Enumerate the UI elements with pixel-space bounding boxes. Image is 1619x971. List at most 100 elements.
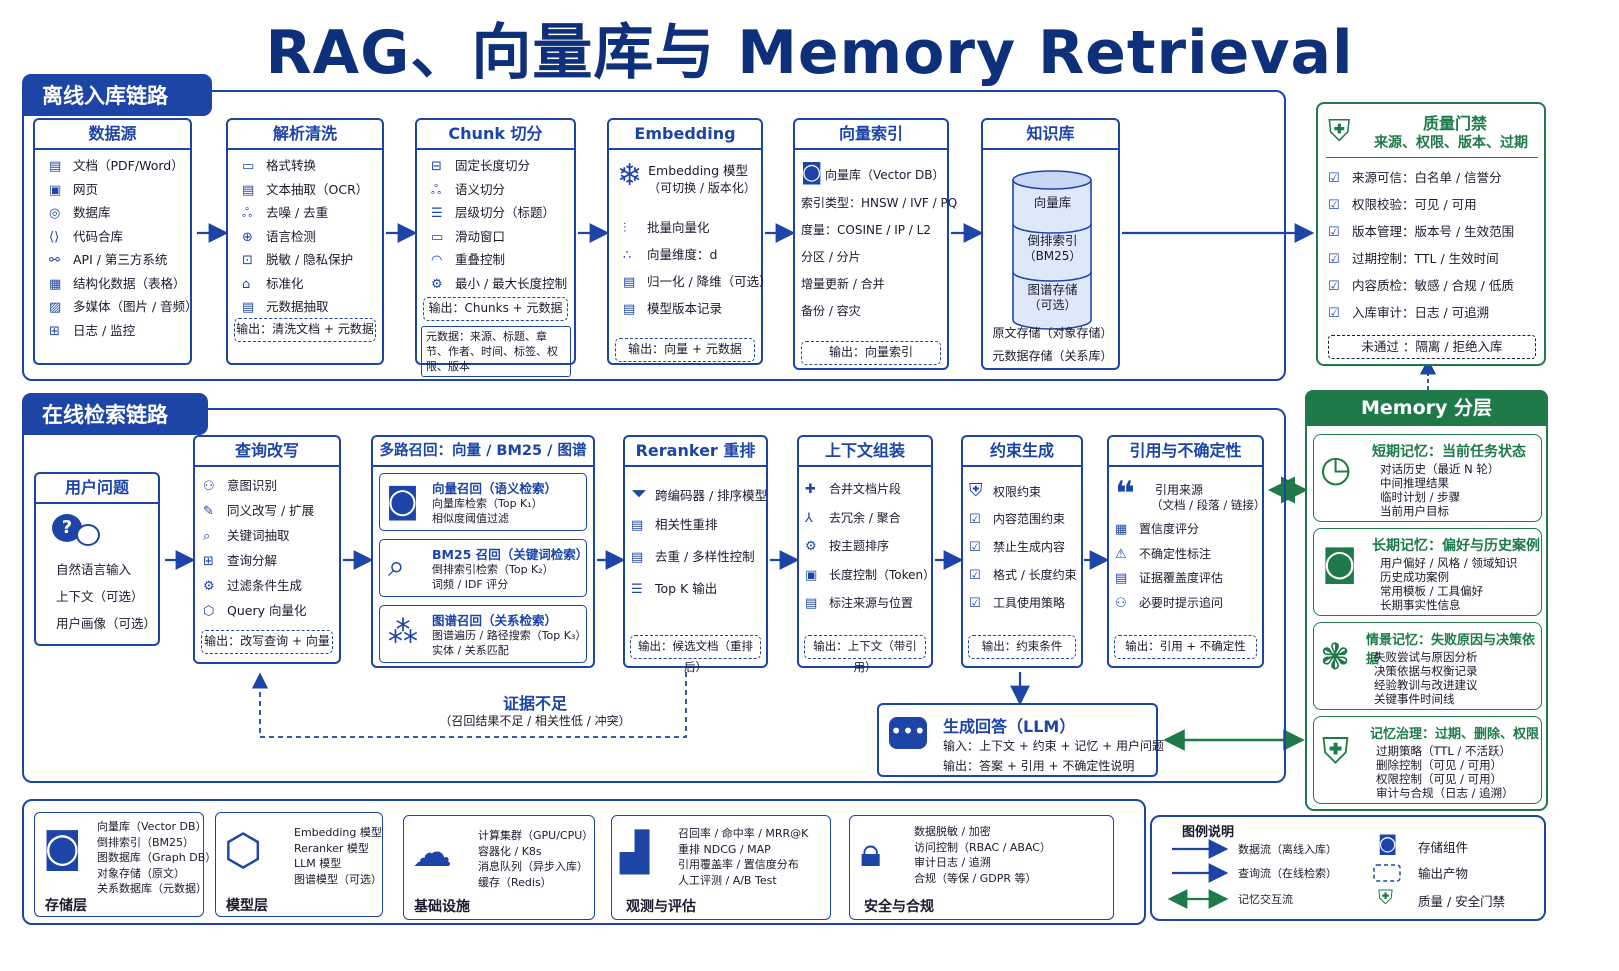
context-title: 上下文组装 <box>799 437 931 467</box>
document-icon: ▤ <box>49 159 62 174</box>
list-item: ⚇必要时提示追问 <box>1109 591 1223 616</box>
infra-section <box>22 799 1146 925</box>
kb-vector-store: 向量库 <box>1033 195 1072 210</box>
list-item: ☰层级切分（标题） <box>417 201 574 225</box>
legend-title: 图例说明 <box>1182 825 1235 840</box>
embedding-box: Embedding ❄ Embedding 模型 （可切换 / 版本化） ⫶批量… <box>607 118 772 365</box>
list-item: ◠重叠控制 <box>417 248 574 272</box>
document-search-icon: ⌕ <box>388 549 405 584</box>
checkbox-icon: ☑ <box>1328 225 1340 240</box>
shield-gear-icon: ⛨ <box>1322 731 1350 772</box>
list-item: ▤归一化 / 降维（可选） <box>609 268 772 295</box>
list-item: ✚合并文档片段 <box>799 475 931 504</box>
ocr-icon: ▤ <box>242 182 255 198</box>
version-icon: ▤ <box>623 302 636 317</box>
chat-icon: ••• <box>889 717 927 749</box>
checklist-icon: ☑ <box>969 540 981 555</box>
list-item: 索引类型：HNSW / IVF / PQ <box>801 196 958 210</box>
list-item: ▤去重 / 多样性控制 <box>625 541 766 573</box>
sources-title: 数据源 <box>35 120 190 150</box>
list-item: ▦置信度评分 <box>1109 517 1223 542</box>
semantic-icon: ஃ <box>431 182 442 198</box>
cube-icon: ⬡ <box>203 604 215 619</box>
gate-fail: 未通过 ：隔离 / 拒绝入库 <box>1328 335 1536 359</box>
sort-icon: ⚙ <box>805 539 817 554</box>
list-item: ▣网页 <box>35 178 190 202</box>
constraint-output: 输出：约束条件 <box>968 635 1076 659</box>
rewrite-title: 查询改写 <box>195 437 339 467</box>
index-db: ◙向量库（Vector DB） <box>795 156 947 190</box>
list-item: ⬡Query 向量化 <box>195 598 339 623</box>
kb-graph-store: 图谱存储 <box>1027 282 1078 297</box>
recall-title: 多路召回：向量 / BM25 / 图谱 <box>373 437 593 467</box>
list-icon: ☰ <box>631 582 643 597</box>
list-item: ✎同义改写 / 扩展 <box>195 498 339 523</box>
checkbox-icon: ☑ <box>1328 171 1340 186</box>
kb-raw-store: 原文存储（对象存储） <box>992 326 1113 340</box>
funnel-icon: ⏷ <box>631 481 647 505</box>
page-title: RAG、向量库与 Memory Retrieval <box>265 18 1354 88</box>
list-item: ▤模型版本记录 <box>609 295 761 322</box>
kb-cylinders <box>1012 170 1092 330</box>
lock-icon: 🔒︎ <box>860 830 882 876</box>
gate-subtitle: 来源、权限、版本、过期 <box>1374 135 1528 151</box>
index-title: 向量索引 <box>795 120 947 150</box>
list-item: ▤元数据抽取 <box>228 295 382 319</box>
list-item: 分区 / 分片 <box>801 250 861 264</box>
list-item: ⊞查询分解 <box>195 548 339 573</box>
brain-icon: ❃ <box>1320 637 1351 678</box>
list-item: 度量：COSINE / IP / L2 <box>801 223 931 237</box>
list-item: ⊟固定长度切分 <box>417 154 574 178</box>
list-item: ☑格式 / 长度约束 <box>963 561 1081 589</box>
database-icon: ◙ <box>1322 543 1357 584</box>
list-item: ▤标注来源与位置 <box>799 589 931 618</box>
list-item: 用户画像（可选） <box>56 616 157 631</box>
offline-section <box>22 90 1286 381</box>
list-item: 上下文（可选） <box>56 589 144 604</box>
recall-box: 多路召回：向量 / BM25 / 图谱 ◙ 向量召回（语义检索） 向量库检索（T… <box>371 435 595 668</box>
sources-box: 数据源 ▤文档（PDF/Word） ▣网页 ◎数据库 ⟨⟩代码合库 ⚯API /… <box>33 118 198 365</box>
memory-short: ◷ 短期记忆：当前任务状态 对话历史（最近 N 轮） 中间推理结果 临时计划 /… <box>1313 434 1542 522</box>
ask-icon: ⚇ <box>1115 595 1127 611</box>
checklist-icon: ☑ <box>969 596 981 611</box>
merge-icon: ⅄ <box>805 510 813 526</box>
recall-bm25: ⌕ BM25 召回（关键词检索） 倒排索引检索（Top K₂） 词频 / IDF… <box>379 539 588 597</box>
list-item: ▤文档（PDF/Word） <box>35 154 190 178</box>
list-item: ⚇意图识别 <box>195 473 339 498</box>
rewrite-box: 查询改写 ⚇意图识别 ✎同义改写 / 扩展 ⌕关键词抽取 ⊞查询分解 ⚙过滤条件… <box>193 435 341 664</box>
kb-bm25: （BM25） <box>1023 249 1082 263</box>
embedding-title: Embedding <box>609 120 761 150</box>
dedupe-icon: ஃ <box>242 206 253 221</box>
list-item: ⊡脱敏 / 隐私保护 <box>228 248 382 272</box>
list-item: ⚠不确定性标注 <box>1109 542 1223 567</box>
question-title: 用户问题 <box>36 474 158 504</box>
list-item: ▭滑动窗口 <box>417 225 574 249</box>
batch-icon: ⫶ <box>623 221 627 236</box>
offline-tab: 离线入库链路 <box>22 74 212 116</box>
question-box: 用户问题 ? 自然语言输入 上下文（可选） 用户画像（可选） <box>34 472 160 646</box>
puzzle-icon: ✚ <box>805 482 816 497</box>
rewrite-output: 输出：改写查询 + 向量 <box>201 630 333 654</box>
checkbox-icon: ☑ <box>1328 252 1340 267</box>
gate-item: ☑过期控制：TTL / 生效时间 <box>1328 245 1514 272</box>
list-item: ☑工具使用策略 <box>963 589 1081 617</box>
security-layer: 🔒︎ 安全与合规 数据脱敏 / 加密访问控制（RBAC / ABAC）审计日志 … <box>849 815 1114 920</box>
kb-meta-store: 元数据存储（关系库） <box>992 349 1113 363</box>
embedding-output: 输出：向量 + 元数据 <box>615 338 755 362</box>
document-icon: ▤ <box>631 550 644 565</box>
web-icon: ▣ <box>49 182 62 198</box>
snowflake-icon: ❄ <box>617 158 643 193</box>
ruler-icon: ⊟ <box>431 159 442 174</box>
citation-box: 引用与不确定性 ❝ 引用来源 （文档 / 段落 / 链接） ▦置信度评分 ⚠不确… <box>1107 435 1265 668</box>
gear-icon: ⚙ <box>431 276 443 292</box>
context-output: 输出：上下文（带引用） <box>804 635 926 674</box>
api-icon: ⚯ <box>49 253 60 268</box>
recall-graph: ⁂ 图谱召回（关系检索） 图谱遍历 / 路径搜索（Top K₃） 实体 / 关系… <box>379 605 587 663</box>
evidence-subtitle: （召回结果不足 / 相关性低 / 冲突） <box>439 714 631 728</box>
list-item: ☰Top K 输出 <box>625 573 766 605</box>
gate-item: ☑版本管理：版本号 / 生效范围 <box>1328 218 1514 245</box>
convert-icon: ▭ <box>242 159 255 174</box>
